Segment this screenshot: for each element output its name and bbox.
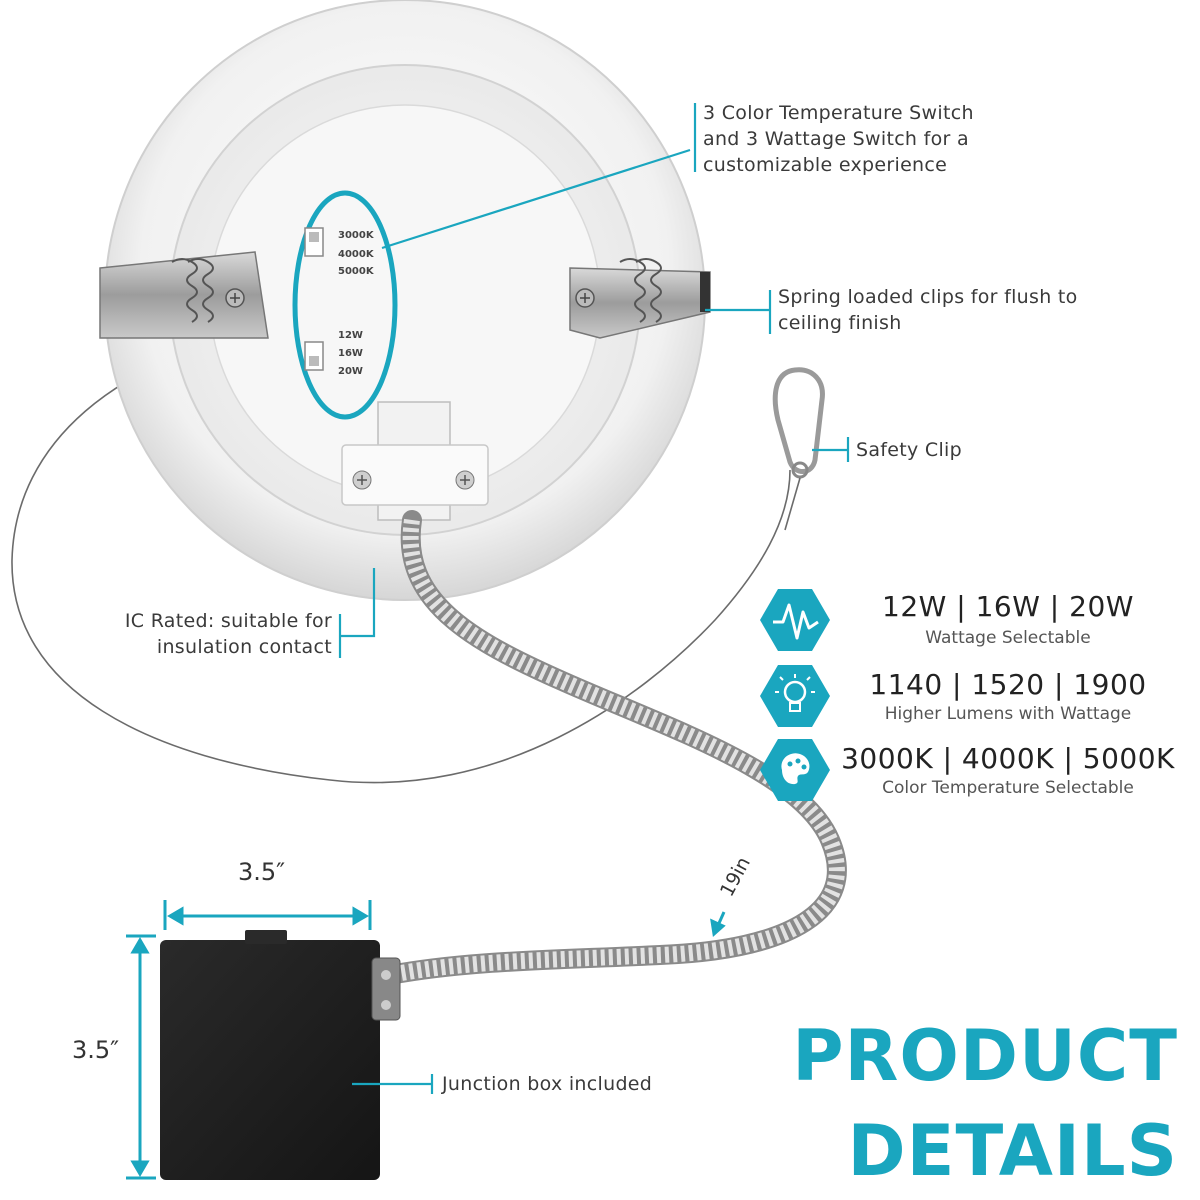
switch-label-4000k: 4000K xyxy=(338,249,375,260)
headline-product: PRODUCT xyxy=(792,1015,1178,1097)
switch-label-5000k: 5000K xyxy=(338,266,375,277)
feature-wattage-value: 12W | 16W | 20W xyxy=(882,590,1134,623)
box-width-label: 3.5″ xyxy=(238,858,286,886)
downlight-fixture xyxy=(104,0,706,601)
switch-label-12w: 12W xyxy=(338,330,363,341)
callout-safety-clip: Safety Clip xyxy=(856,439,963,461)
feature-lumens-value: 1140 | 1520 | 1900 xyxy=(869,668,1147,701)
callout-ic-rated: IC Rated: suitable for insulation contac… xyxy=(124,610,332,658)
callout-spring-clips: Spring loaded clips for flush to ceiling… xyxy=(778,286,1078,334)
switch-panel: 3000K 4000K 5000K 12W 16W 20W xyxy=(292,190,398,420)
feature-wattage-caption: Wattage Selectable xyxy=(925,628,1091,648)
feature-color-temp-value: 3000K | 4000K | 5000K xyxy=(841,742,1175,775)
switch-label-20w: 20W xyxy=(338,366,363,377)
callout-leaders xyxy=(338,103,850,1094)
callout-color-temperature-switch: 3 Color Temperature Switch and 3 Wattage… xyxy=(703,102,974,176)
headline-details: DETAILS xyxy=(847,1110,1178,1192)
junction-box xyxy=(160,930,401,1180)
box-height-label: 3.5″ xyxy=(72,1036,120,1064)
feature-lumens-caption: Higher Lumens with Wattage xyxy=(884,704,1132,724)
carabiner-clip xyxy=(772,367,825,531)
terminal-block xyxy=(341,401,489,521)
flexible-conduit xyxy=(380,510,847,985)
switch-label-16w: 16W xyxy=(338,348,363,359)
spring-clip-left xyxy=(99,251,269,339)
callout-junction-box: Junction box included xyxy=(442,1073,653,1095)
switch-label-3000k: 3000K xyxy=(338,230,375,241)
palette-icon xyxy=(760,739,830,801)
wattage-waveform-icon xyxy=(760,589,830,651)
feature-color-temp-caption: Color Temperature Selectable xyxy=(882,778,1134,798)
dimension-markers xyxy=(126,900,726,1180)
lightbulb-icon xyxy=(760,665,830,727)
spring-clip-right xyxy=(569,258,711,339)
